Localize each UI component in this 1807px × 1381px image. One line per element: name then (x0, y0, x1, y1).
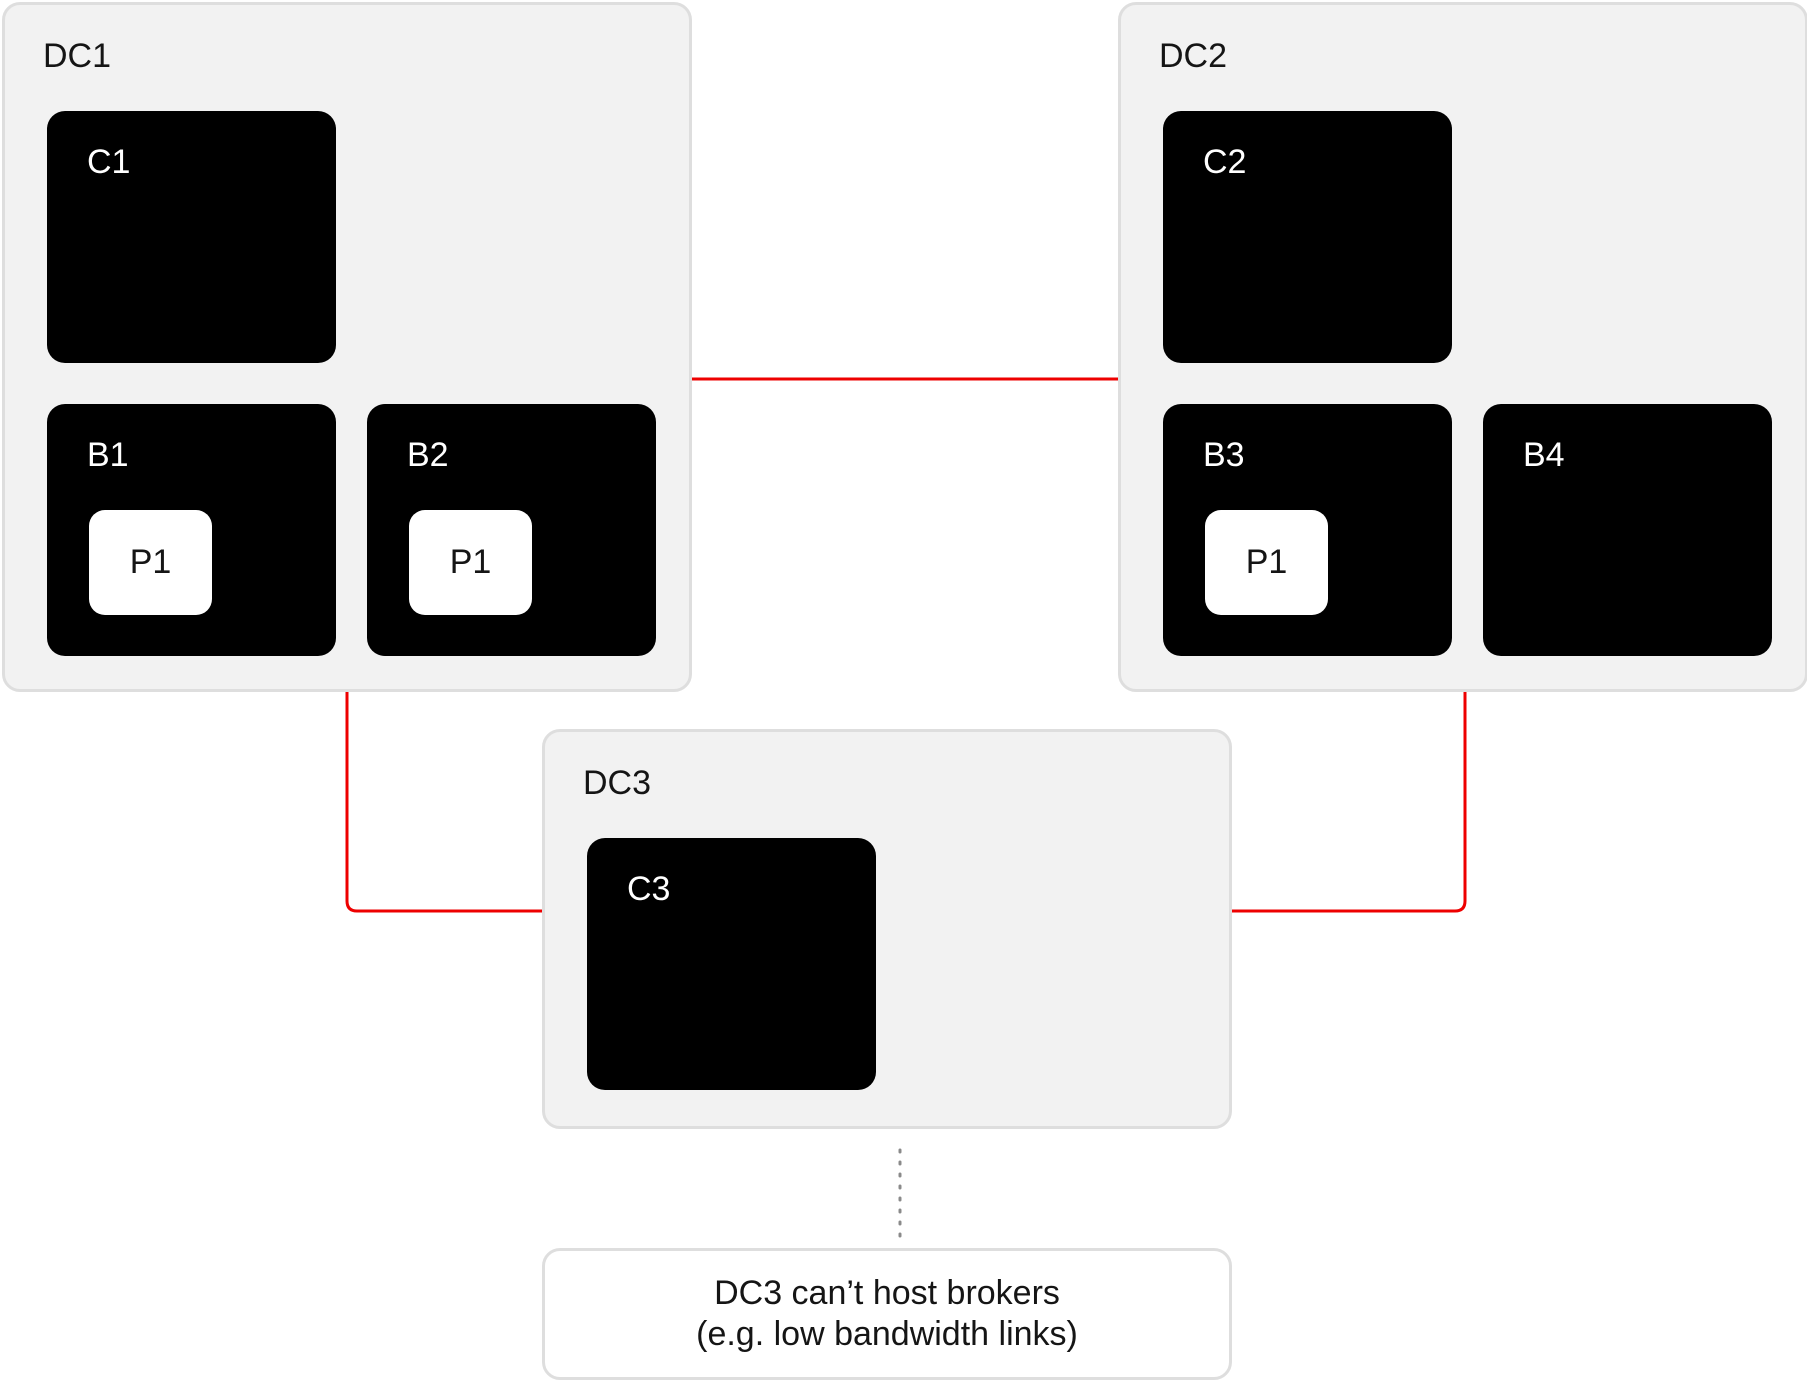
note-line-1: DC3 can’t host brokers (714, 1274, 1060, 1313)
link-dc2-dc3 (1232, 692, 1467, 913)
datacenter-label: DC2 (1159, 37, 1228, 75)
link-dc1-dc3 (345, 692, 542, 913)
broker-label: B2 (407, 436, 449, 474)
datacenter-dc1: DC1 C1 B1 P1 B2 P1 (2, 2, 692, 692)
controller-label: C1 (87, 143, 131, 181)
controller-c1: C1 (47, 111, 336, 363)
broker-label: B1 (87, 436, 129, 474)
datacenter-label: DC3 (583, 764, 652, 802)
controller-label: C3 (627, 870, 671, 908)
partition-p1: P1 (89, 510, 212, 615)
broker-label: B3 (1203, 436, 1245, 474)
controller-label: C2 (1203, 143, 1247, 181)
broker-b2: B2 P1 (367, 404, 656, 656)
controller-c2: C2 (1163, 111, 1452, 363)
note-line-2: (e.g. low bandwidth links) (696, 1315, 1078, 1353)
broker-b3: B3 P1 (1163, 404, 1452, 656)
broker-b4: B4 (1483, 404, 1772, 656)
controller-c3: C3 (587, 838, 876, 1090)
datacenter-dc3: DC3 C3 (542, 729, 1232, 1129)
partition-p1: P1 (1205, 510, 1328, 615)
broker-b1: B1 P1 (47, 404, 336, 656)
broker-label: B4 (1523, 436, 1565, 474)
datacenter-label: DC1 (43, 37, 112, 75)
datacenter-dc2: DC2 C2 B3 P1 B4 (1118, 2, 1807, 692)
partition-p1: P1 (409, 510, 532, 615)
dc3-note: DC3 can’t host brokers (e.g. low bandwid… (542, 1248, 1232, 1380)
